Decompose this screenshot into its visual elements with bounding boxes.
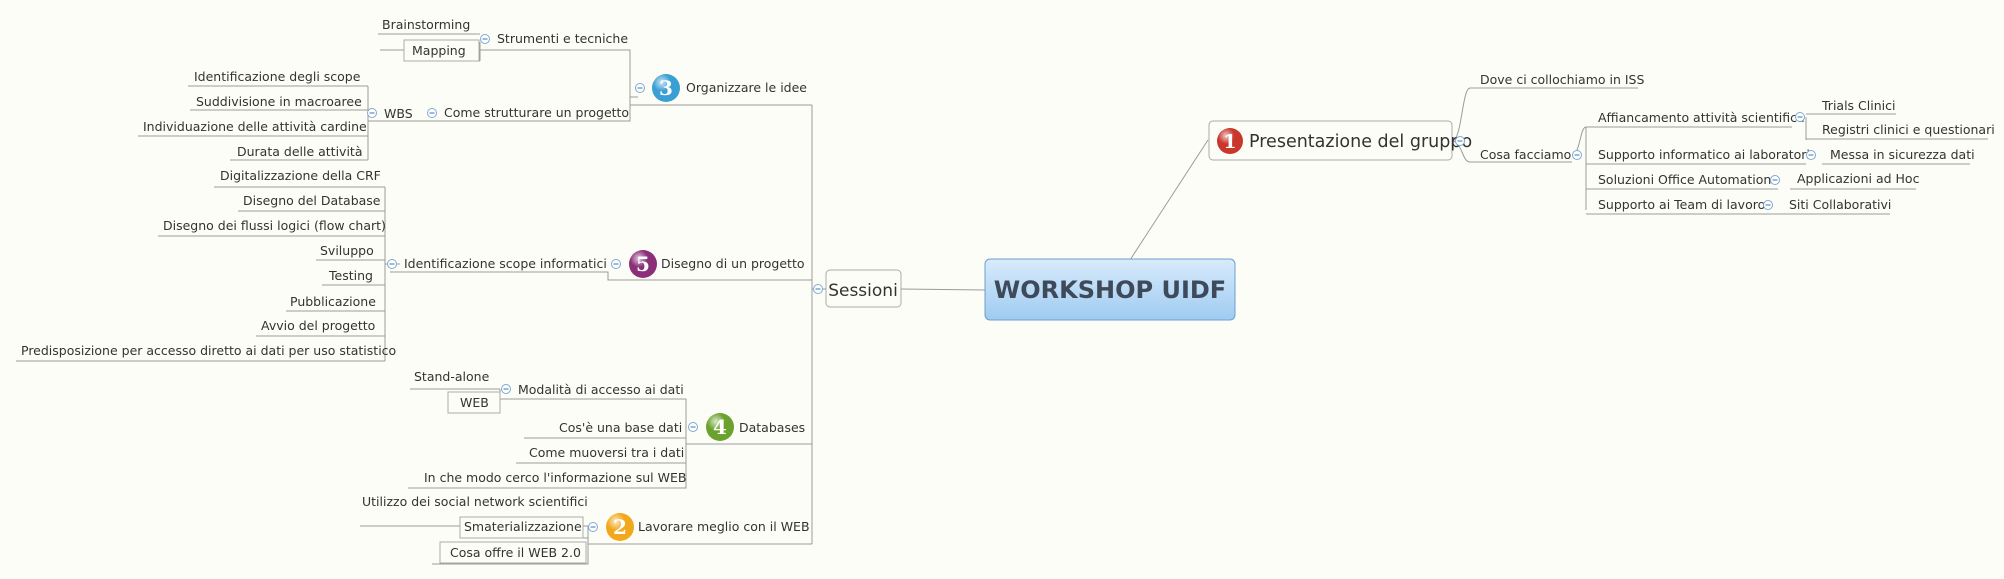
topic-organizzare[interactable]: 3 Organizzare le idee xyxy=(652,74,807,102)
number-5-icon: 5 xyxy=(629,250,657,278)
node-siti[interactable]: Siti Collaborativi xyxy=(1789,197,1891,212)
node-avvio[interactable]: Avvio del progetto xyxy=(261,318,375,333)
svg-text:5: 5 xyxy=(636,252,650,276)
collapse-toggle[interactable] xyxy=(588,522,598,532)
collapse-toggle[interactable] xyxy=(813,284,823,294)
node-disegno-db[interactable]: Disegno del Database xyxy=(243,193,381,208)
topic-presentazione[interactable]: 1 Presentazione del gruppo xyxy=(1208,120,1472,161)
collapse-toggle[interactable] xyxy=(1770,175,1780,185)
node-messa[interactable]: Messa in sicurezza dati xyxy=(1830,147,1975,162)
node-modalita[interactable]: Modalità di accesso ai dati xyxy=(518,382,684,397)
node-mapping-frame xyxy=(403,39,480,62)
collapse-toggle[interactable] xyxy=(387,259,397,269)
collapse-toggle[interactable] xyxy=(427,108,437,118)
node-suddivisione[interactable]: Suddivisione in macroaree xyxy=(196,94,362,109)
topic-databases-label: Databases xyxy=(739,420,805,435)
topic-sessioni[interactable]: Sessioni xyxy=(825,269,902,308)
node-durata[interactable]: Durata delle attività xyxy=(237,144,362,159)
node-mapping[interactable]: Mapping xyxy=(412,43,466,58)
node-cosa-facciamo[interactable]: Cosa facciamo xyxy=(1480,147,1571,162)
node-team[interactable]: Supporto ai Team di lavoro xyxy=(1598,197,1765,212)
node-applicazioni[interactable]: Applicazioni ad Hoc xyxy=(1797,171,1920,186)
node-cerco[interactable]: In che modo cerco l'informazione sul WEB xyxy=(424,470,686,485)
central-topic-label: WORKSHOP UIDF xyxy=(994,276,1226,304)
node-web20-frame xyxy=(439,541,587,564)
node-trials[interactable]: Trials Clinici xyxy=(1821,98,1895,113)
topic-disegno-label: Disegno di un progetto xyxy=(661,256,805,271)
collapse-toggle[interactable] xyxy=(1763,200,1773,210)
collapse-toggle[interactable] xyxy=(1795,112,1805,122)
number-3-icon: 3 xyxy=(652,74,680,102)
svg-text:1: 1 xyxy=(1223,131,1236,153)
central-topic[interactable]: WORKSHOP UIDF xyxy=(984,258,1236,321)
node-brainstorming[interactable]: Brainstorming xyxy=(382,17,470,32)
node-web-frame xyxy=(447,391,501,414)
collapse-toggle[interactable] xyxy=(1455,136,1465,146)
node-office[interactable]: Soluzioni Office Automation xyxy=(1598,172,1771,187)
number-1-icon: 1 xyxy=(1217,128,1243,154)
topic-sessioni-label: Sessioni xyxy=(828,281,898,301)
node-affiancamento[interactable]: Affiancamento attività scientifica xyxy=(1598,110,1805,125)
node-registri[interactable]: Registri clinici e questionari xyxy=(1822,122,1995,137)
node-base-dati[interactable]: Cos'è una base dati xyxy=(559,420,682,435)
collapse-toggle[interactable] xyxy=(367,108,377,118)
node-come-strutturare[interactable]: Come strutturare un progetto xyxy=(444,105,629,120)
connectors xyxy=(16,33,1988,565)
collapse-toggle[interactable] xyxy=(501,384,511,394)
topic-web[interactable]: 2 Lavorare meglio con il WEB xyxy=(606,513,810,541)
number-2-icon: 2 xyxy=(606,513,634,541)
node-social[interactable]: Utilizzo dei social network scientifici xyxy=(362,494,588,509)
collapse-toggle[interactable] xyxy=(1572,150,1582,160)
topic-disegno[interactable]: 5 Disegno di un progetto xyxy=(629,250,805,278)
svg-text:4: 4 xyxy=(713,415,727,439)
node-dove[interactable]: Dove ci collochiamo in ISS xyxy=(1480,72,1644,87)
node-supporto-lab[interactable]: Supporto informatico ai laboratori xyxy=(1598,147,1810,162)
node-web20[interactable]: Cosa offre il WEB 2.0 xyxy=(450,545,581,560)
node-flussi[interactable]: Disegno dei flussi logici (flow chart) xyxy=(163,218,386,233)
node-testing[interactable]: Testing xyxy=(328,268,373,283)
node-wbs[interactable]: WBS xyxy=(384,106,413,121)
node-strumenti[interactable]: Strumenti e tecniche xyxy=(497,31,628,46)
node-muoversi[interactable]: Come muoversi tra i dati xyxy=(529,445,684,460)
node-sviluppo[interactable]: Sviluppo xyxy=(320,243,374,258)
topic-organizzare-label: Organizzare le idee xyxy=(686,80,807,95)
collapse-toggle[interactable] xyxy=(688,422,698,432)
svg-text:3: 3 xyxy=(659,76,673,100)
collapse-toggle[interactable] xyxy=(635,83,645,93)
number-4-icon: 4 xyxy=(706,413,734,441)
node-standalone[interactable]: Stand-alone xyxy=(414,369,490,384)
node-predisposizione[interactable]: Predisposizione per accesso diretto ai d… xyxy=(21,343,396,358)
svg-text:2: 2 xyxy=(613,515,627,539)
node-web[interactable]: WEB xyxy=(460,395,489,410)
topic-presentazione-label: Presentazione del gruppo xyxy=(1249,132,1472,152)
node-pubblicazione[interactable]: Pubblicazione xyxy=(290,294,376,309)
node-smaterializzazione[interactable]: Smaterializzazione xyxy=(464,519,582,534)
collapse-toggle[interactable] xyxy=(611,259,621,269)
node-individuazione[interactable]: Individuazione delle attività cardine xyxy=(143,119,367,134)
collapse-toggle[interactable] xyxy=(1806,150,1816,160)
node-identificazione-informatici[interactable]: Identificazione scope informatici xyxy=(404,256,607,271)
node-digitalizzazione[interactable]: Digitalizzazione della CRF xyxy=(220,168,381,183)
collapse-toggle[interactable] xyxy=(480,34,490,44)
node-identificazione-scope[interactable]: Identificazione degli scope xyxy=(194,69,361,84)
topic-databases[interactable]: 4 Databases xyxy=(706,413,805,441)
node-smaterializzazione-frame xyxy=(459,516,584,539)
topic-web-label: Lavorare meglio con il WEB xyxy=(638,519,810,534)
